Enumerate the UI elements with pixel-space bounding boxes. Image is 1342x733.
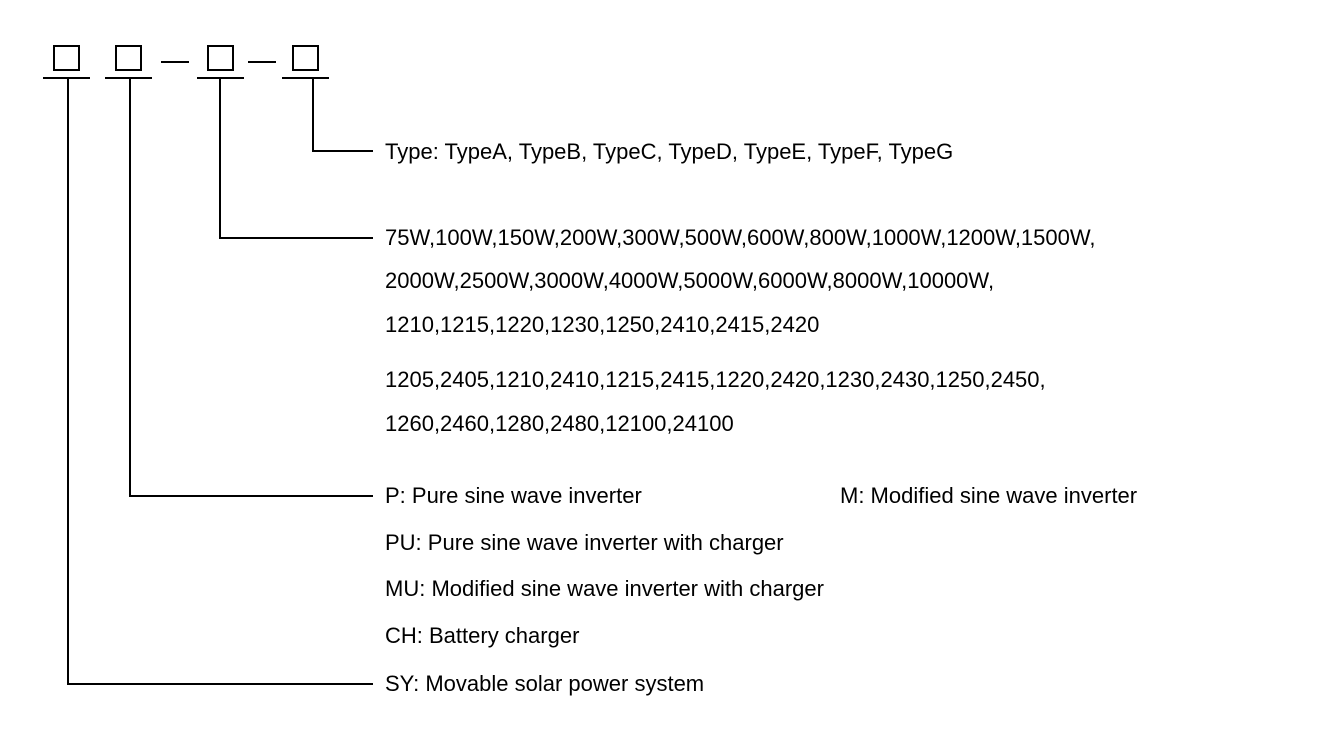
code-box-4	[292, 45, 319, 71]
series-label: SY: Movable solar power system	[385, 671, 705, 696]
code-box-1	[53, 45, 80, 71]
power-line-1: 75W,100W,150W,200W,300W,500W,600W,800W,1…	[385, 225, 1096, 250]
function-p: P: Pure sine wave inverter	[385, 483, 642, 508]
leader-type	[312, 78, 373, 152]
leader-function	[129, 78, 373, 497]
leader-series	[67, 78, 373, 685]
type-label: Type: TypeA, TypeB, TypeC, TypeD, TypeE,…	[385, 139, 954, 164]
power-line-5: 1260,2460,1280,2480,12100,24100	[385, 411, 734, 436]
function-pu: PU: Pure sine wave inverter with charger	[385, 530, 784, 555]
code-box-2	[115, 45, 142, 71]
function-mu: MU: Modified sine wave inverter with cha…	[385, 576, 824, 601]
power-line-2: 2000W,2500W,3000W,4000W,5000W,6000W,8000…	[385, 268, 995, 293]
leader-power	[219, 78, 373, 239]
code-box-3	[207, 45, 234, 71]
function-ch: CH: Battery charger	[385, 623, 580, 648]
power-line-4: 1205,2405,1210,2410,1215,2415,1220,2420,…	[385, 367, 1046, 392]
function-m: M: Modified sine wave inverter	[840, 483, 1138, 508]
power-line-3: 1210,1215,1220,1230,1250,2410,2415,2420	[385, 312, 820, 337]
